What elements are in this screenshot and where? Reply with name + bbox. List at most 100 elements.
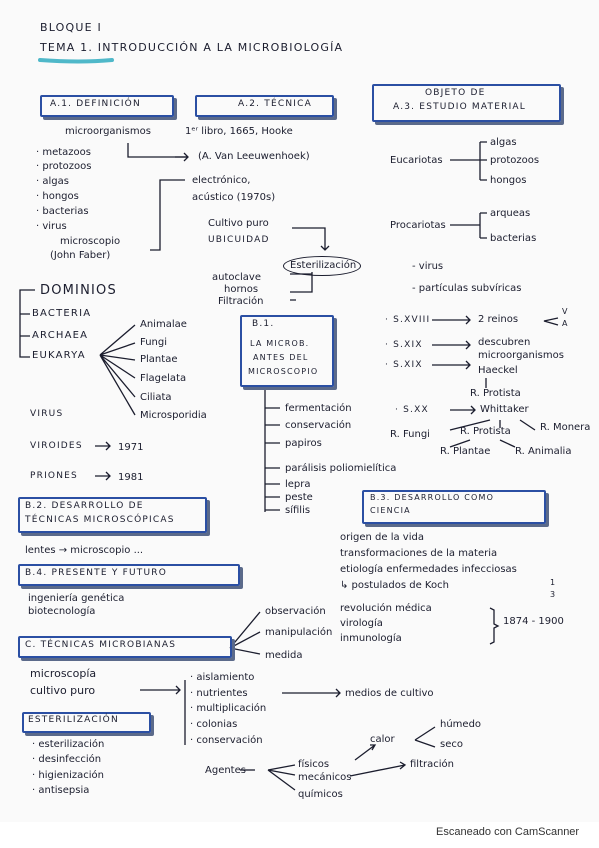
block-title: BLOQUE I <box>40 21 102 34</box>
kingdom: Plantae <box>140 354 178 365</box>
a3-pro-item: arqueas <box>490 208 531 219</box>
b1-code: B.1. <box>252 319 275 329</box>
history-s18: · S.XVIII <box>385 315 431 325</box>
sterilization-box <box>22 712 151 733</box>
a3-euk-item: hongos <box>490 175 527 186</box>
a2-ovens: hornos <box>224 284 259 295</box>
b1-title-line1: LA MICROB. <box>250 339 310 348</box>
agents-mechanical: mecánicos <box>298 772 352 783</box>
history-microorganisms: microorganismos <box>478 350 564 361</box>
b3-item: etiología enfermedades infecciosas <box>340 564 517 575</box>
kingdom-fungi: R. Fungi <box>390 429 430 440</box>
a1-main: microorganismos <box>65 126 151 137</box>
c-step: · multiplicación <box>190 703 267 714</box>
agents-physical: físicos <box>298 759 330 770</box>
a2-title: A.2. TÉCNICA <box>238 99 313 109</box>
a2-box <box>195 95 334 117</box>
b3-title-line1: B.3. DESARROLLO COMO <box>370 493 495 502</box>
b3-item: ↳ postulados de Koch <box>340 580 449 591</box>
a3-virus: - virus <box>412 261 444 272</box>
a3-title-line2: A.3. ESTUDIO MATERIAL <box>393 102 527 112</box>
b1-item: papiros <box>285 438 322 449</box>
notebook-page <box>0 0 599 822</box>
c-box <box>18 636 232 658</box>
b3-item: origen de la vida <box>340 532 424 543</box>
b4-genetic: ingeniería genética <box>28 593 125 604</box>
domain-eukarya: EUKARYA <box>32 350 86 361</box>
a2-filtration: Filtración <box>218 296 264 307</box>
heat-wet: húmedo <box>440 719 482 730</box>
a3-subviral: - partículas subvíricas <box>412 283 522 294</box>
history-haeckel: Haeckel <box>478 365 518 376</box>
b1-title-line3: MICROSCOPIO <box>248 367 319 376</box>
c-pure-culture: cultivo puro <box>30 684 96 697</box>
viroids-year: 1971 <box>118 442 144 453</box>
agents: Agentes <box>205 765 246 776</box>
history-v: V <box>562 307 568 316</box>
a3-pro-item: bacterias <box>490 233 537 244</box>
b4-biotech: biotecnología <box>28 606 96 617</box>
b1-item: peste <box>285 492 313 503</box>
a1-item: · algas <box>36 176 69 187</box>
a2-leeuwenhoek: (A. Van Leeuwenhoek) <box>198 151 310 162</box>
koch-num: 1 <box>550 578 556 587</box>
b2-box <box>18 497 207 533</box>
heat-dry: seco <box>440 739 463 750</box>
b3-item: inmunología <box>340 633 402 644</box>
kingdom-plantae: R. Plantae <box>440 446 491 457</box>
sterilization-item: · desinfección <box>32 754 102 765</box>
history-whittaker: Whittaker <box>480 404 529 415</box>
history-discover: descubren <box>478 337 531 348</box>
c-step: · conservación <box>190 735 263 746</box>
b1-title-line2: ANTES DEL <box>253 353 309 362</box>
domains-title: DOMINIOS <box>40 283 117 298</box>
kingdom: Animalae <box>140 319 187 330</box>
b1-item: lepra <box>285 479 311 490</box>
virus-label: VIRUS <box>30 409 64 419</box>
b2-title-line1: B.2. DESARROLLO DE <box>25 501 144 511</box>
kingdom-monera: R. Monera <box>540 422 591 433</box>
a2-culture: Cultivo puro <box>208 218 269 229</box>
a2-autoclave: autoclave <box>212 272 261 283</box>
domain-bacteria: BACTERIA <box>32 308 92 319</box>
b2-note: lentes → microscopio ... <box>25 545 144 556</box>
history-s19a: · S.XIX <box>385 340 423 350</box>
a2-acoustic: acústico (1970s) <box>192 192 276 203</box>
b1-item: conservación <box>285 420 352 431</box>
b4-title: B.4. PRESENTE Y FUTURO <box>25 568 167 578</box>
history-r-protista: R. Protista <box>470 388 521 399</box>
kingdom: Flagelata <box>140 373 187 384</box>
a2-sterilization: Esterilización <box>290 260 357 271</box>
b1-item: parálisis poliomielítica <box>285 463 397 474</box>
a3-euk-item: protozoos <box>490 155 540 166</box>
a1-title: A.1. DEFINICIÓN <box>50 99 141 109</box>
a1-microscope: microscopio <box>60 236 121 247</box>
c-branch: medida <box>265 650 303 661</box>
sterilization-item: · esterilización <box>32 739 105 750</box>
viroids-label: VIROIDES <box>30 441 83 451</box>
b4-box <box>18 564 240 586</box>
c-branch: manipulación <box>265 627 333 638</box>
b3-years: 1874 - 1900 <box>503 616 564 627</box>
a1-box <box>40 95 174 117</box>
b2-title-line2: TÉCNICAS MICROSCÓPICAS <box>25 515 175 525</box>
a3-title-line1: OBJETO DE <box>425 88 486 98</box>
a1-item: · bacterias <box>36 206 89 217</box>
topic-title: TEMA 1. INTRODUCCIÓN A LA MICROBIOLOGÍA <box>40 41 344 54</box>
sterilization-oval <box>283 256 361 276</box>
c-microscopy: microscopía <box>30 667 97 680</box>
c-branch: observación <box>265 606 326 617</box>
b3-box <box>362 490 546 524</box>
a1-item: · hongos <box>36 191 79 202</box>
history-s19b: · S.XIX <box>385 360 423 370</box>
history-s20: · S.XX <box>395 405 429 415</box>
c-title: C. TÉCNICAS MICROBIANAS <box>25 640 177 650</box>
a3-box <box>372 84 561 122</box>
sterilization-item: · antisepsia <box>32 785 90 796</box>
sterilization-item: · higienización <box>32 770 104 781</box>
sterilization-title: ESTERILIZACIÓN <box>28 715 119 725</box>
kingdom: Microsporidia <box>140 410 207 421</box>
a2-hooke: 1ᵉʳ libro, 1665, Hooke <box>185 126 293 137</box>
a1-item: · virus <box>36 221 67 232</box>
a3-eukaryotes: Eucariotas <box>390 155 443 166</box>
